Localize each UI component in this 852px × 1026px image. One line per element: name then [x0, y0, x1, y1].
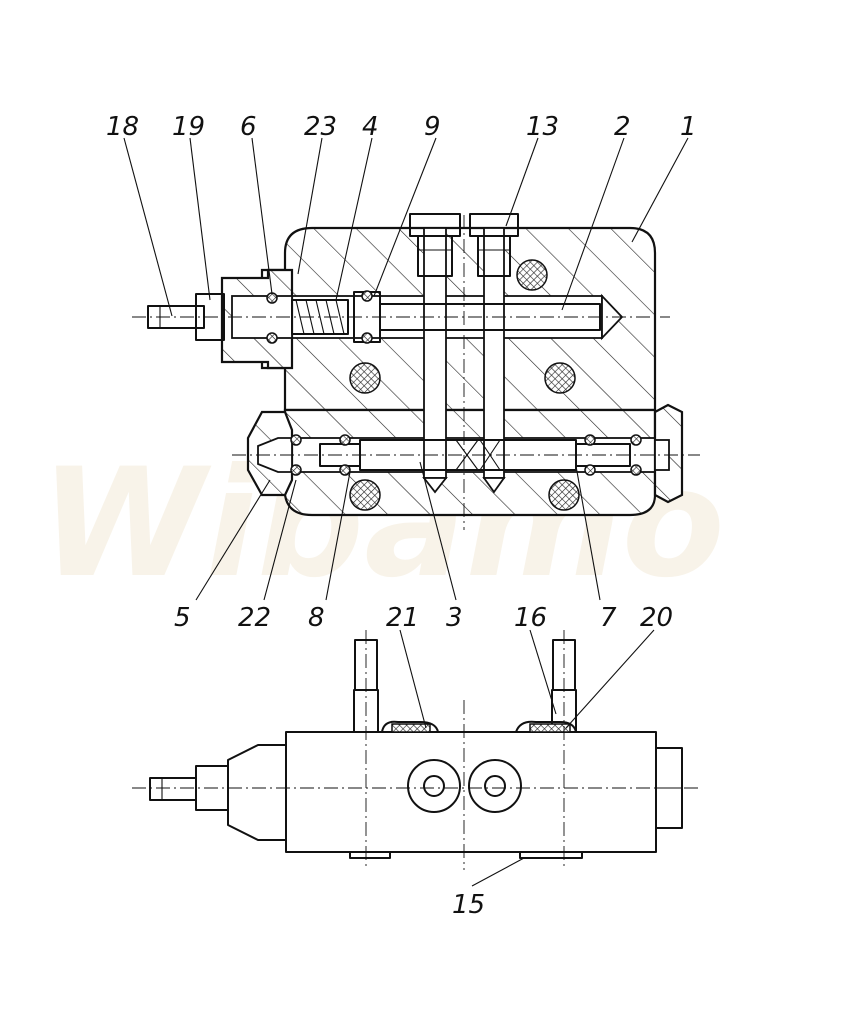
callout-labels: 18 19 6 23 4 9 13 2 1 5 22 8 3 7 21 16 2…: [106, 112, 697, 920]
callout-19: 19: [172, 112, 205, 142]
callout-7: 7: [600, 603, 617, 633]
callout-20: 20: [640, 603, 673, 633]
callout-21: 21: [386, 603, 419, 633]
callout-23: 23: [304, 112, 337, 142]
callout-16: 16: [514, 603, 547, 633]
callout-9: 9: [424, 112, 441, 142]
callout-5: 5: [174, 603, 191, 633]
callout-3: 3: [446, 603, 463, 633]
lower-right-plug: [630, 403, 684, 504]
callout-15: 15: [452, 890, 485, 920]
callout-8: 8: [308, 603, 325, 633]
callout-18: 18: [106, 112, 139, 142]
leader-lines: [123, 137, 689, 887]
left-plug-nut: [220, 268, 294, 370]
side-body: [285, 731, 657, 853]
callout-6: 6: [240, 112, 257, 142]
top-fitting-left: [409, 213, 461, 277]
top-fitting-right: [469, 213, 519, 277]
callout-22: 22: [238, 603, 271, 633]
callout-13: 13: [526, 112, 559, 142]
side-view: [132, 630, 700, 870]
lower-left-plug: [246, 410, 302, 497]
callout-1: 1: [680, 112, 697, 142]
callout-4: 4: [362, 112, 379, 142]
section-view: [132, 213, 700, 530]
callout-2: 2: [614, 112, 631, 142]
